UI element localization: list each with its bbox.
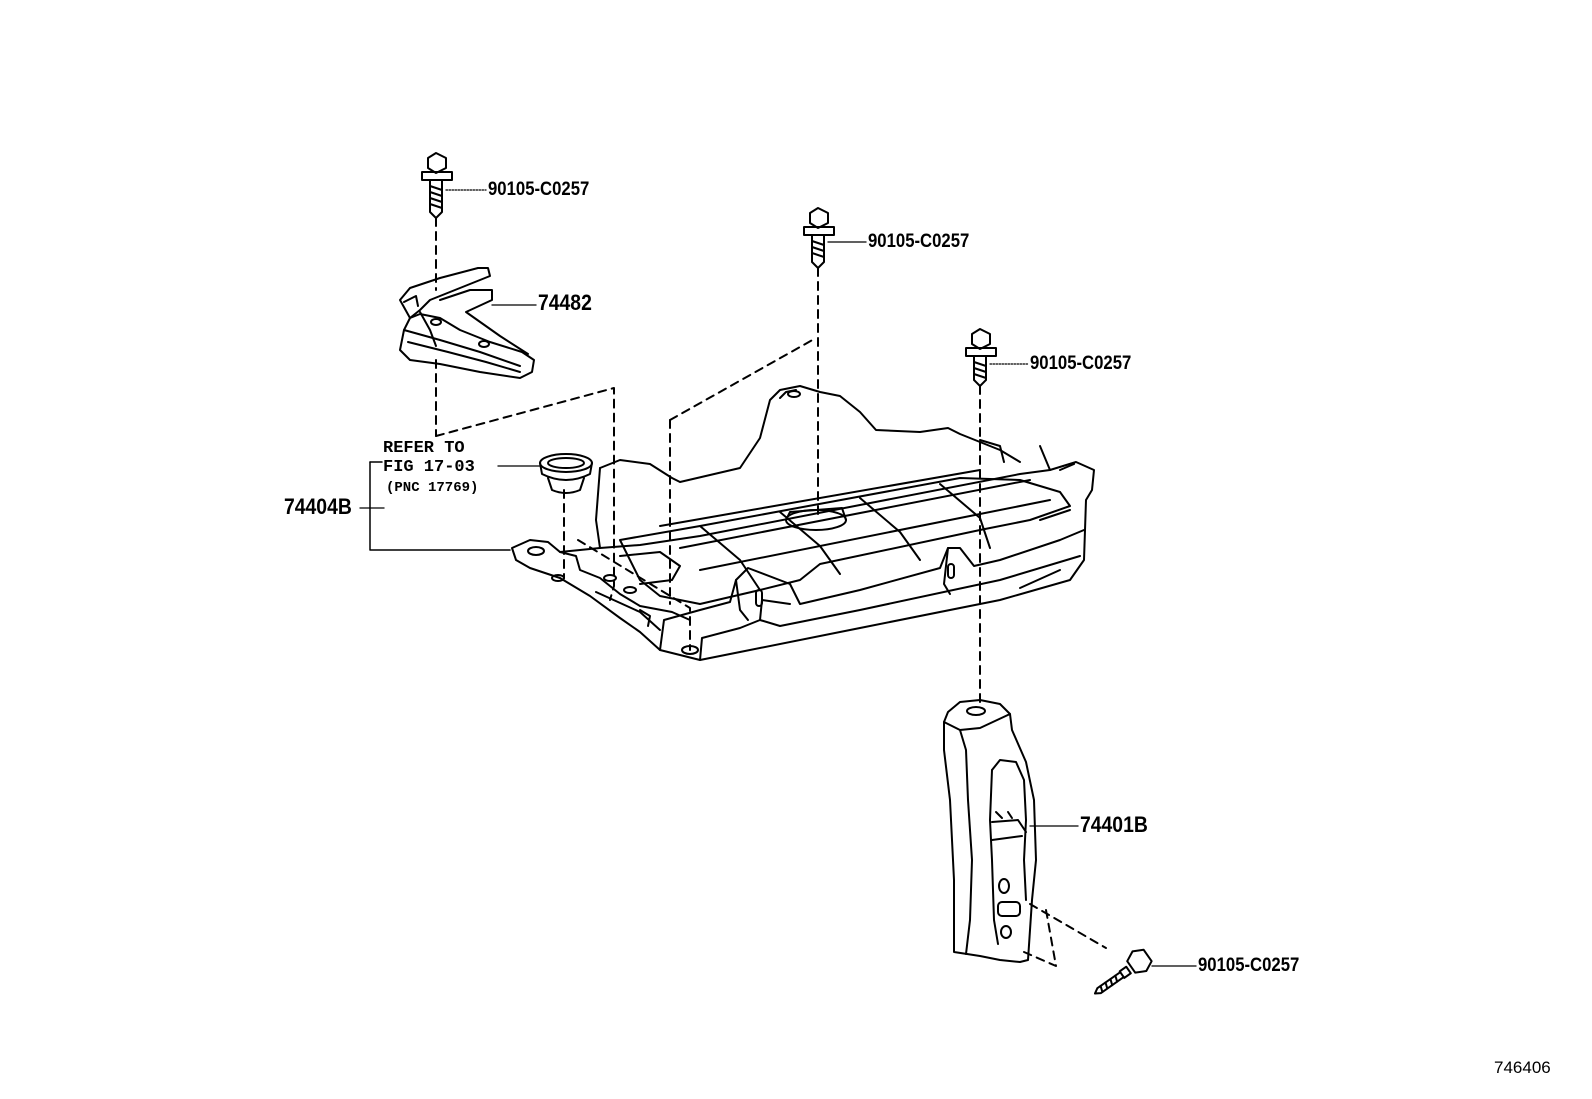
part-number-tray: 74404B — [284, 494, 352, 519]
support-part-74401B — [943, 699, 1037, 963]
part-number-bolt-top-left: 90105-C0257 — [488, 179, 590, 200]
reference-note-line2: FIG 17-03 — [383, 458, 475, 477]
figure-id: 746406 — [1494, 1058, 1551, 1077]
grommet-icon — [539, 453, 593, 494]
reference-note-line1: REFER TO — [383, 439, 465, 458]
part-number-bolt-top-right: 90105-C0257 — [1030, 353, 1132, 374]
part-number-support: 74401B — [1080, 812, 1148, 837]
part-number-bolt-top-center: 90105-C0257 — [868, 231, 970, 252]
bolt-icon-bottom-right — [1093, 948, 1153, 995]
bolt-icon-top-center — [803, 207, 835, 269]
bolt-icon-top-left — [421, 152, 453, 219]
part-number-bracket: 74482 — [538, 290, 592, 315]
part-number-bolt-bottom-right: 90105-C0257 — [1198, 955, 1300, 976]
bracket-part-74482 — [399, 267, 535, 379]
bolt-icon-top-right — [965, 328, 997, 387]
tray-part-74404B — [511, 385, 1095, 661]
assembly-dashed-lines — [435, 217, 1107, 967]
reference-note-line3: (PNC 17769) — [386, 480, 479, 496]
